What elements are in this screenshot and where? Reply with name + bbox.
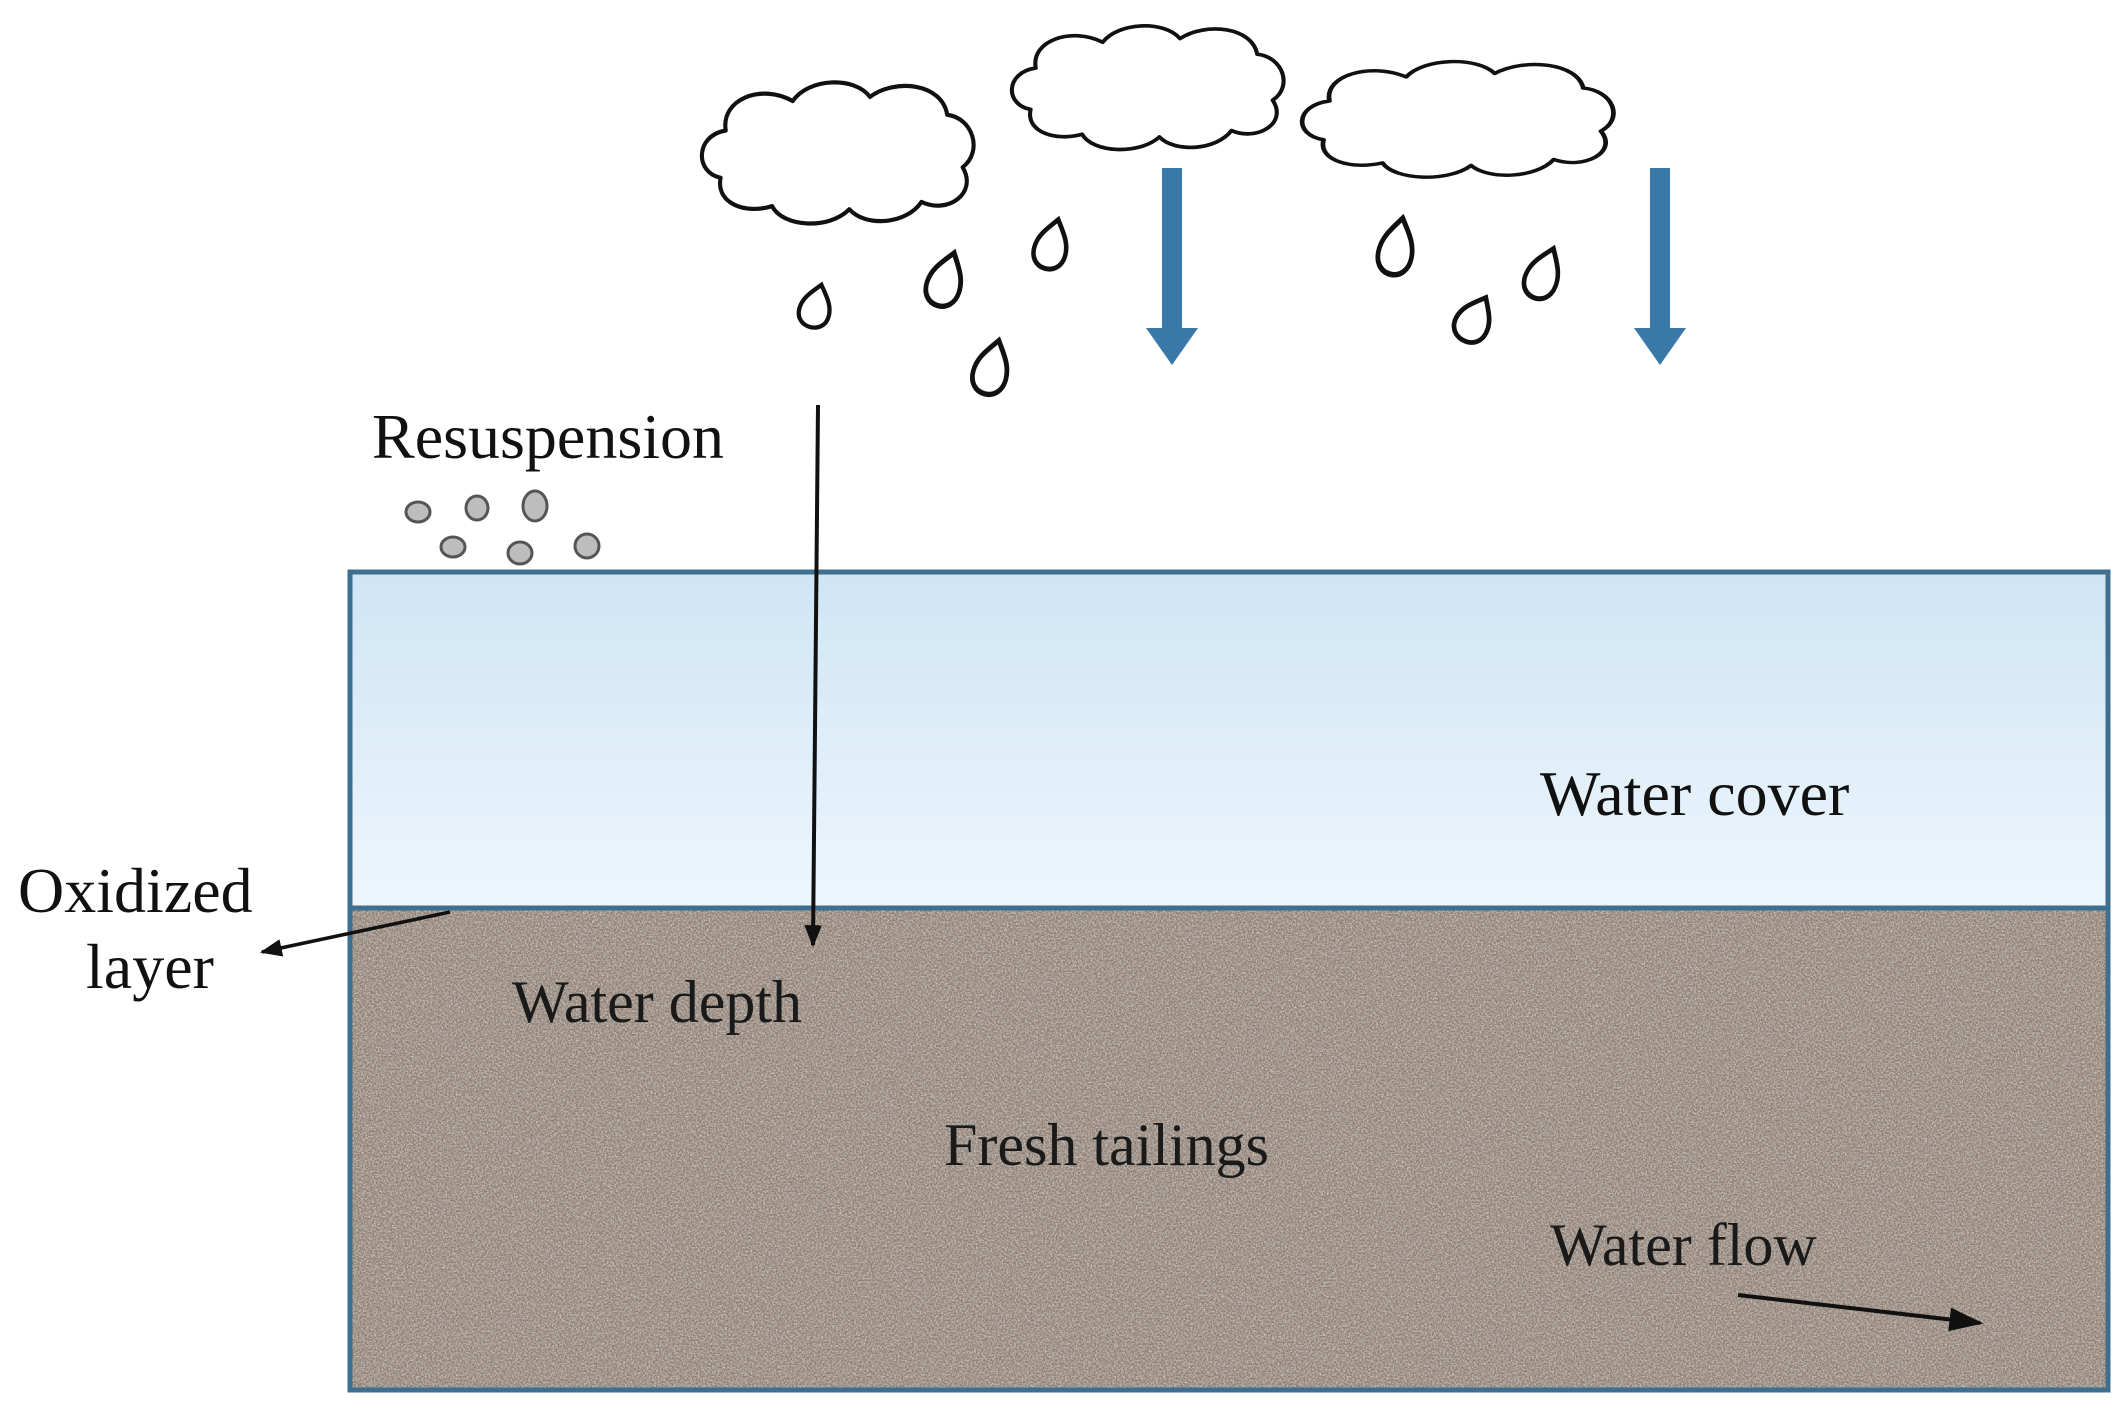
raindrop-icon (1448, 290, 1500, 348)
box-outline (347, 569, 2111, 1393)
cloud-icon (1302, 62, 1613, 178)
particle-icon (404, 500, 432, 524)
raindrop-icon (1030, 215, 1074, 272)
particle-icon (506, 540, 534, 566)
precipitation-arrow (1146, 168, 1198, 365)
raindrop-icon (1374, 215, 1419, 278)
precipitation-arrow (1634, 168, 1686, 365)
oxidized-layer-arrow (259, 910, 451, 957)
clouds (702, 26, 1614, 224)
particle-icon (464, 494, 490, 522)
fresh-tailings-layer (350, 908, 2108, 1390)
raindrop-icon (968, 336, 1015, 398)
precipitation-arrows (1146, 168, 1686, 365)
cloud-icon (1012, 26, 1284, 150)
resuspension-particles (404, 489, 601, 566)
particle-icon (439, 535, 467, 559)
oxidized-layer-label-line1: Oxidized (18, 855, 253, 926)
particle-icon (521, 489, 549, 523)
raindrop-icon (921, 248, 970, 311)
cloud-icon (702, 82, 974, 223)
raindrop-icon (795, 281, 836, 331)
raindrop-icon (1519, 243, 1568, 304)
water-cover-label: Water cover (1540, 758, 1849, 829)
water-depth-label: Water depth (512, 969, 802, 1035)
particle-icon (573, 532, 601, 560)
fresh-tailings-label: Fresh tailings (944, 1112, 1269, 1178)
oxidized-layer-label-line2: layer (86, 931, 214, 1002)
water-flow-arrow (1737, 1293, 1984, 1332)
water-flow-label: Water flow (1550, 1212, 1817, 1278)
water-depth-arrow (804, 404, 822, 948)
resuspension-label: Resuspension (372, 401, 724, 472)
water-cover-layer (350, 572, 2108, 908)
